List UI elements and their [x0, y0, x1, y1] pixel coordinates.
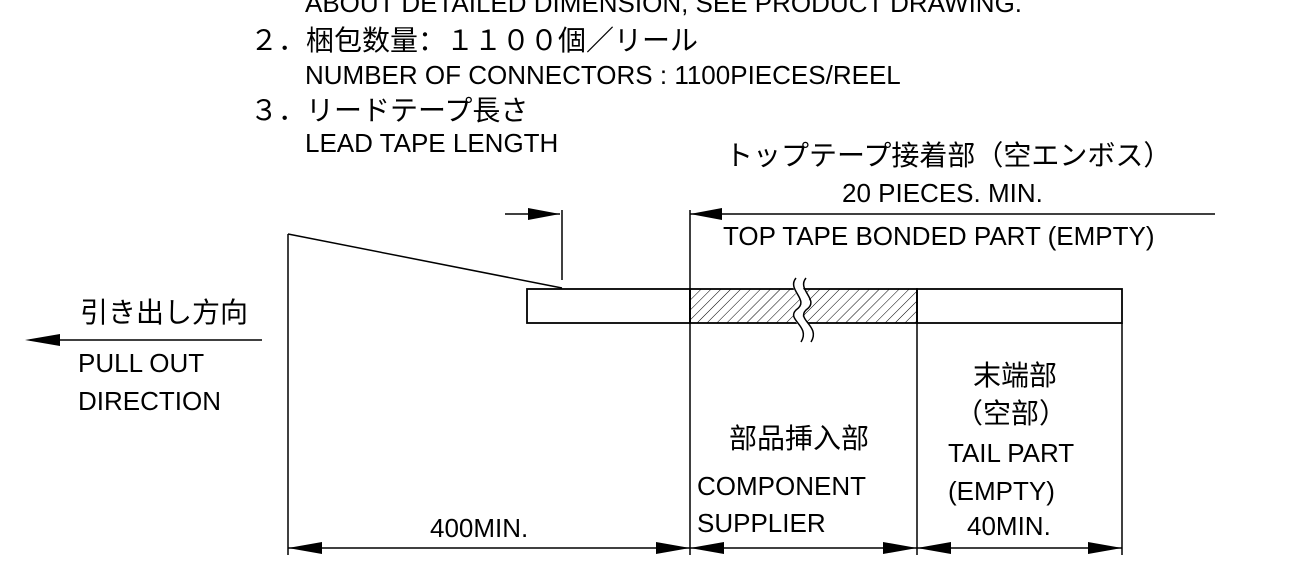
pull-direction-english-1: PULL OUT: [78, 348, 204, 378]
top-tape-label-japanese: トップテープ接着部（空エンボス）: [725, 140, 1171, 171]
note3-english: LEAD TAPE LENGTH: [305, 128, 558, 158]
diagonal-leader-line: [287, 233, 563, 289]
pull-direction-arrow: [25, 334, 60, 346]
dim-arrow-tail-left: [917, 542, 951, 554]
pull-direction-english-2: DIRECTION: [78, 386, 221, 416]
tape-break-symbol: [793, 276, 812, 343]
tape-lead-section: [526, 288, 691, 324]
lead-length-dimension: 400MIN.: [430, 513, 528, 543]
top-dim-arrow-right: [528, 208, 560, 220]
component-label-japanese: 部品挿入部: [729, 423, 869, 454]
tail-label-english-1: TAIL PART: [948, 438, 1074, 468]
top-dim-arrow-left: [690, 208, 722, 220]
note2-japanese: ２．梱包数量：１１００個／リール: [250, 25, 698, 56]
tail-label-japanese-2: （空部）: [955, 398, 1067, 429]
note3-japanese: ３．リードテープ長さ: [250, 95, 528, 126]
top-tape-label-english: TOP TAPE BONDED PART (EMPTY): [723, 221, 1155, 251]
component-label-english-1: COMPONENT: [697, 471, 866, 501]
dim-arrow-tail-right: [1088, 542, 1122, 554]
dim-arrow-comp-right: [883, 542, 917, 554]
dim-arrow-lead-left: [288, 542, 322, 554]
tape-break-line-2: [802, 277, 814, 343]
dim-arrow-lead-right: [656, 542, 690, 554]
pull-direction-japanese: 引き出し方向: [80, 297, 248, 328]
component-label-english-2: SUPPLIER: [697, 508, 826, 538]
tail-label-english-2: (EMPTY): [948, 476, 1055, 506]
tail-label-japanese-1: 末端部: [973, 360, 1057, 391]
tape-break-line-1: [792, 277, 804, 343]
tape-tail-section: [916, 288, 1123, 324]
dim-arrow-comp-left: [690, 542, 724, 554]
top-tape-min-label: 20 PIECES. MIN.: [842, 178, 1043, 208]
note1-continuation: ABOUT DETAILED DIMENSION, SEE PRODUCT DR…: [305, 0, 1022, 18]
tail-length-dimension: 40MIN.: [967, 511, 1051, 541]
note2-english: NUMBER OF CONNECTORS : 1100PIECES/REEL: [305, 60, 901, 90]
